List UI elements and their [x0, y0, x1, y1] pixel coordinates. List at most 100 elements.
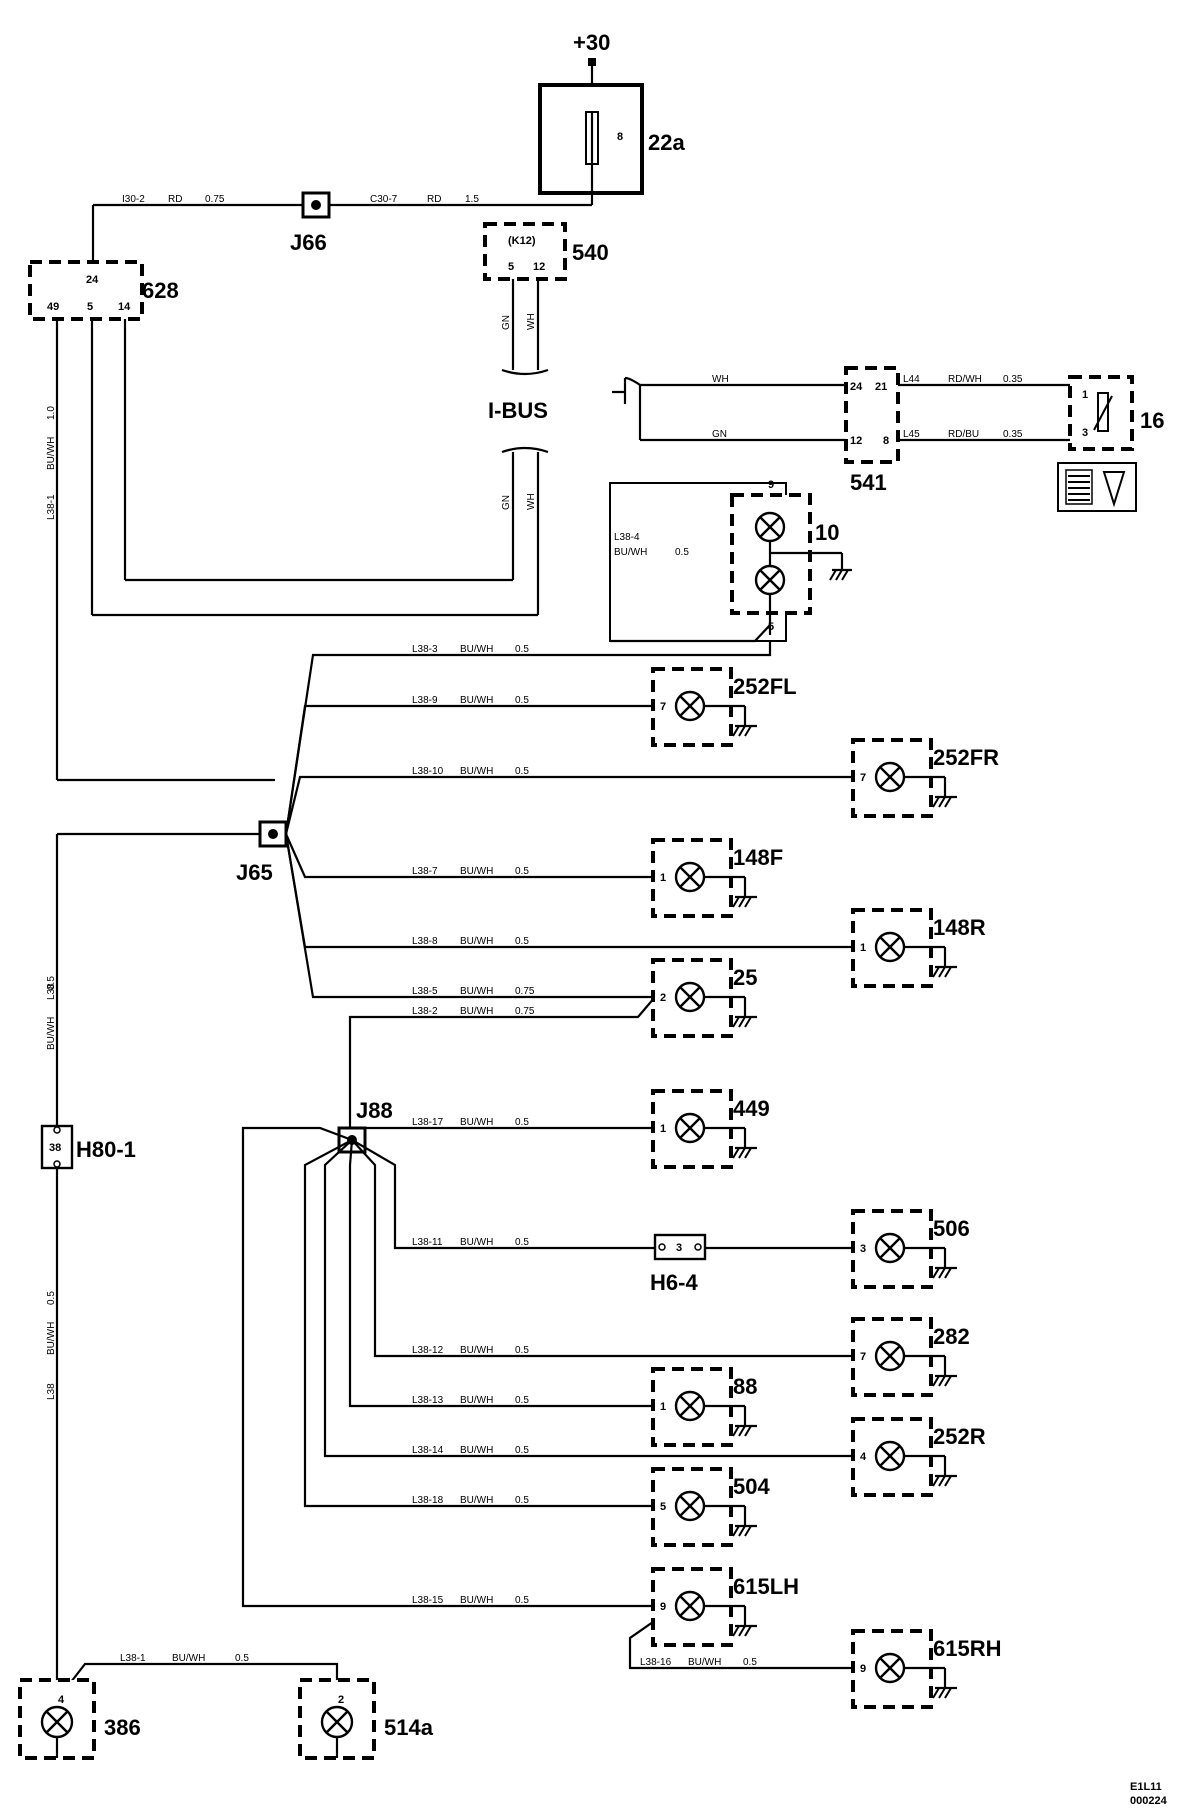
- module-540-label: 540: [572, 240, 609, 265]
- supply-terminal: [588, 58, 596, 66]
- svg-text:RD/BU: RD/BU: [948, 429, 979, 440]
- svg-text:BU/WH: BU/WH: [460, 695, 493, 706]
- svg-text:RD/WH: RD/WH: [948, 374, 982, 385]
- svg-text:0.5: 0.5: [515, 866, 529, 877]
- svg-text:14: 14: [118, 301, 131, 313]
- svg-text:4: 4: [58, 1694, 65, 1706]
- lamp-label: 252R: [933, 1424, 986, 1449]
- svg-text:12: 12: [533, 261, 545, 273]
- svg-text:RD: RD: [427, 194, 441, 205]
- wire-label-c30: C30-7: [370, 194, 398, 205]
- wire-l38-18: [303, 1139, 676, 1508]
- wire-l38-10: [284, 775, 876, 835]
- wire-label: L38-7: [412, 866, 438, 877]
- module-541-label: 541: [850, 470, 887, 495]
- svg-text:0.5: 0.5: [46, 976, 57, 990]
- lamp-252fr: 7 252FR: [851, 738, 999, 818]
- svg-text:49: 49: [47, 301, 59, 313]
- svg-text:BU/WH: BU/WH: [460, 986, 493, 997]
- svg-text:BU/WH: BU/WH: [46, 1017, 57, 1050]
- svg-text:L44: L44: [903, 374, 920, 385]
- junction-j66-label: J66: [290, 230, 327, 255]
- fuse-label: 22a: [648, 130, 685, 155]
- svg-text:L38-1: L38-1: [120, 1653, 146, 1664]
- svg-text:BU/WH: BU/WH: [460, 644, 493, 655]
- footer-code: E1L11: [1130, 1781, 1162, 1793]
- svg-text:0.5: 0.5: [515, 1237, 529, 1248]
- svg-text:L38: L38: [46, 983, 57, 1000]
- svg-text:BU/WH: BU/WH: [172, 1653, 205, 1664]
- module-540: [483, 222, 567, 281]
- lamp-386-label: 386: [104, 1715, 141, 1740]
- module-628-label: 628: [142, 278, 179, 303]
- lamp-label: 615LH: [733, 1574, 799, 1599]
- wire-label: L38-15: [412, 1595, 444, 1606]
- lamp-label: 252FL: [733, 674, 797, 699]
- svg-text:2: 2: [660, 992, 666, 1004]
- svg-text:0.5: 0.5: [515, 936, 529, 947]
- wire-label: L38-12: [412, 1345, 444, 1356]
- module-628: [28, 260, 144, 321]
- svg-text:BU/WH: BU/WH: [688, 1657, 721, 1668]
- svg-text:3: 3: [676, 1242, 682, 1254]
- svg-text:BU/WH: BU/WH: [460, 866, 493, 877]
- svg-text:1: 1: [660, 1123, 666, 1135]
- svg-text:GN: GN: [501, 315, 512, 330]
- svg-text:BU/WH: BU/WH: [460, 1345, 493, 1356]
- svg-text:9: 9: [768, 479, 774, 491]
- svg-text:0.5: 0.5: [515, 1395, 529, 1406]
- svg-text:BU/WH: BU/WH: [460, 766, 493, 777]
- svg-text:3: 3: [860, 1243, 866, 1255]
- sensor-16-label: 16: [1140, 408, 1164, 433]
- svg-text:BU/WH: BU/WH: [46, 437, 57, 470]
- svg-text:1: 1: [660, 1401, 666, 1413]
- svg-text:GN: GN: [501, 495, 512, 510]
- lamp-88: 188: [651, 1367, 757, 1447]
- svg-text:(K12): (K12): [508, 235, 536, 247]
- wire-label: L38-2: [412, 1006, 438, 1017]
- svg-text:5: 5: [508, 261, 514, 273]
- lamp-514a-label: 514a: [384, 1715, 434, 1740]
- wire-label: L38-13: [412, 1395, 444, 1406]
- lamp-label: 504: [733, 1474, 770, 1499]
- svg-text:BU/WH: BU/WH: [614, 547, 647, 558]
- svg-text:BU/WH: BU/WH: [460, 936, 493, 947]
- wire-l38-15: [241, 1126, 676, 1608]
- fuse-pin: 8: [617, 131, 623, 143]
- wire-l38-5: [284, 833, 676, 999]
- connector-h80-1-label: H80-1: [76, 1137, 136, 1162]
- svg-text:0.5: 0.5: [235, 1653, 249, 1664]
- lamp-label: 449: [733, 1096, 770, 1121]
- svg-text:7: 7: [860, 772, 866, 784]
- lamp-10-label: 10: [815, 520, 839, 545]
- svg-text:0.75: 0.75: [515, 1006, 535, 1017]
- wire-l38-13: [348, 1139, 676, 1408]
- svg-text:0.75: 0.75: [205, 194, 225, 205]
- svg-text:1: 1: [1082, 389, 1088, 401]
- lamp-label: 252FR: [933, 745, 999, 770]
- wire-l38-11: [351, 1139, 655, 1250]
- svg-text:0.5: 0.5: [743, 1657, 757, 1668]
- svg-text:L38-4: L38-4: [614, 532, 640, 543]
- footer-id: 000224: [1130, 1795, 1168, 1807]
- svg-text:8: 8: [883, 435, 889, 447]
- module-541: [844, 366, 900, 464]
- lamp-label: 615RH: [933, 1636, 1001, 1661]
- svg-text:21: 21: [875, 381, 887, 393]
- svg-text:0.5: 0.5: [515, 1345, 529, 1356]
- svg-text:BU/WH: BU/WH: [460, 1595, 493, 1606]
- svg-text:BU/WH: BU/WH: [460, 1117, 493, 1128]
- wire-label: L38-17: [412, 1117, 444, 1128]
- svg-text:0.5: 0.5: [46, 1291, 57, 1305]
- svg-text:0.5: 0.5: [515, 1117, 529, 1128]
- svg-text:2: 2: [338, 1694, 344, 1706]
- svg-text:38: 38: [49, 1142, 61, 1154]
- wire-label: L38-10: [412, 766, 444, 777]
